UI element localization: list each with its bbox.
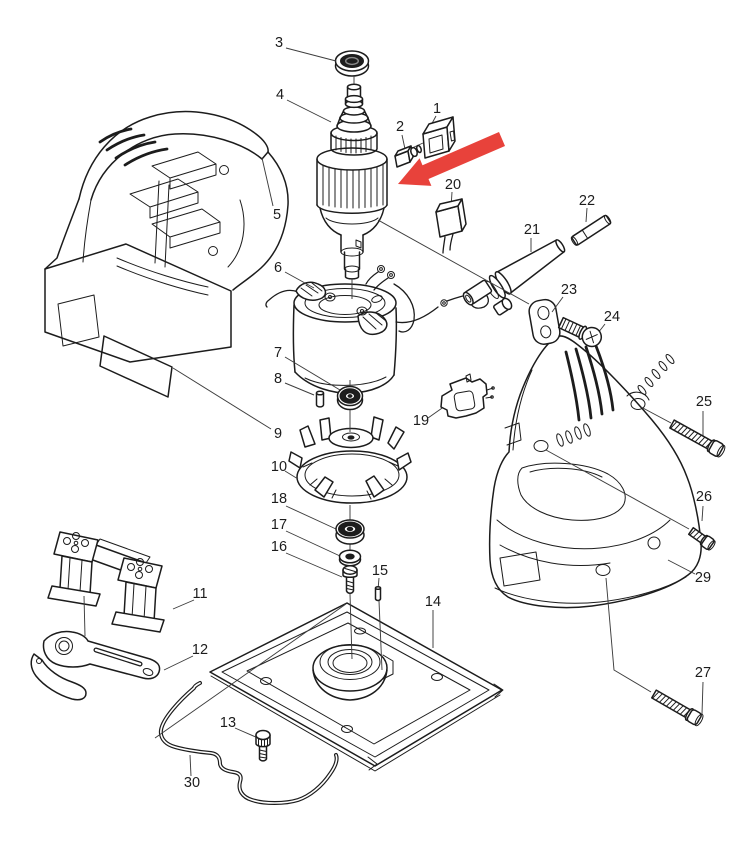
part-label-10: 10 bbox=[271, 459, 287, 475]
part-label-30: 30 bbox=[184, 775, 200, 791]
capacitor bbox=[435, 198, 467, 254]
part-label-5: 5 bbox=[273, 207, 281, 223]
carbon-brush bbox=[394, 144, 422, 168]
part-label-6: 6 bbox=[274, 260, 282, 276]
name-plate bbox=[99, 335, 173, 398]
part-label-9: 9 bbox=[274, 426, 282, 442]
center-screw bbox=[342, 565, 358, 594]
part-label-27: 27 bbox=[695, 665, 711, 681]
field-stator bbox=[265, 265, 489, 394]
part-label-20: 20 bbox=[445, 177, 461, 193]
part-label-7: 7 bbox=[274, 345, 282, 361]
part-label-12: 12 bbox=[192, 642, 208, 658]
part-label-25: 25 bbox=[696, 394, 712, 410]
left-housing-half bbox=[44, 110, 289, 363]
base-screw bbox=[255, 729, 271, 762]
cord-guard bbox=[462, 239, 566, 316]
cord-guard-tube bbox=[570, 214, 612, 246]
part-label-17: 17 bbox=[271, 517, 287, 533]
cord-guard-sleeve bbox=[462, 279, 493, 306]
paper-clamp-wire bbox=[158, 681, 339, 805]
cord-grommet bbox=[493, 297, 513, 316]
top-bearing bbox=[334, 50, 370, 77]
housing-screw-short bbox=[687, 526, 716, 551]
small-pin bbox=[374, 585, 382, 602]
highlight-arrow bbox=[398, 132, 505, 186]
part-label-22: 22 bbox=[579, 193, 595, 209]
part-label-16: 16 bbox=[271, 539, 287, 555]
part-label-23: 23 bbox=[561, 282, 577, 298]
clamp-lever bbox=[30, 630, 161, 701]
part-label-11: 11 bbox=[192, 586, 207, 602]
washer bbox=[338, 549, 362, 567]
part-label-14: 14 bbox=[425, 594, 441, 610]
right-housing-half bbox=[488, 335, 702, 609]
pin bbox=[315, 390, 325, 408]
front-bearing bbox=[336, 385, 364, 411]
part-label-1: 1 bbox=[433, 101, 441, 117]
part-label-21: 21 bbox=[524, 222, 540, 238]
part-label-26: 26 bbox=[696, 489, 712, 505]
base-pad bbox=[209, 602, 504, 772]
part-label-4: 4 bbox=[276, 87, 284, 103]
part-label-18: 18 bbox=[271, 491, 287, 507]
part-label-8: 8 bbox=[274, 371, 282, 387]
part-label-13: 13 bbox=[220, 715, 236, 731]
cooling-fan bbox=[288, 416, 412, 504]
part-label-24: 24 bbox=[604, 309, 620, 325]
clip-screw bbox=[557, 316, 603, 348]
lower-bearing bbox=[335, 519, 365, 545]
callout-labels: 1 2 3 4 5 6 7 8 9 10 11 12 13 14 15 16 1… bbox=[184, 35, 712, 791]
housing-screw-long bbox=[669, 419, 726, 458]
part-label-19: 19 bbox=[413, 413, 429, 429]
part-label-29: 29 bbox=[695, 570, 711, 586]
clamp-bracket bbox=[47, 531, 165, 633]
assembly-lines bbox=[83, 76, 690, 739]
brush-holder bbox=[422, 116, 456, 159]
armature bbox=[316, 83, 388, 280]
part-label-15: 15 bbox=[372, 563, 388, 579]
housing-screw-bottom bbox=[651, 689, 704, 727]
cord-clip-plate bbox=[528, 298, 561, 345]
part-label-2: 2 bbox=[396, 119, 404, 135]
switch bbox=[440, 373, 495, 419]
part-label-3: 3 bbox=[275, 35, 283, 51]
